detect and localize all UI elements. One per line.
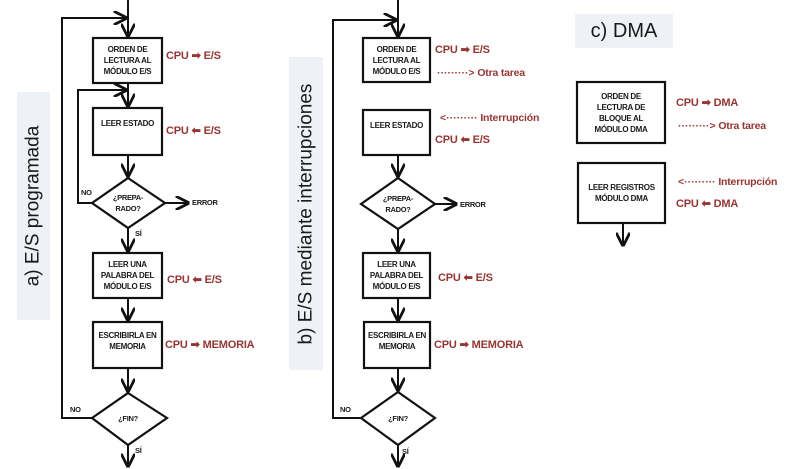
dotted-arrow-left-icon: <········· <box>678 176 716 188</box>
b-annotation-cpu-to-memoria: CPU➡MEMORIA <box>434 339 524 351</box>
c-annotation-interrupcion: <········· Interrupción <box>678 176 778 188</box>
a-fin-no-label: NO <box>70 405 81 414</box>
b-box-leer-estado: LEER ESTADO <box>369 121 423 130</box>
a-box-leer-estado: LEER ESTADO <box>100 119 154 128</box>
b-fin-si-label: SÍ <box>402 447 409 456</box>
arrow-right-icon: ➡ <box>701 97 711 109</box>
arrow-right-icon: ➡ <box>190 339 200 351</box>
a-prep-no-loop <box>77 90 126 204</box>
section-label-c: c) DMA <box>575 14 673 48</box>
section-title-a: a) E/S programada <box>22 125 44 287</box>
c-box-2-shape <box>576 161 667 225</box>
arrow-left-icon: ⬅ <box>192 274 202 286</box>
dotted-arrow-right-icon: ·········> <box>678 120 716 132</box>
b-annotation-otra-tarea: ·········> Otra tarea <box>437 67 525 79</box>
arrow-right-icon: ➡ <box>459 339 469 351</box>
a-annotation-es-to-cpu-1: CPU⬅E/S <box>166 125 221 137</box>
arrow-left-icon: ⬅ <box>463 272 473 284</box>
a-annotation-es-to-cpu-2: CPU⬅E/S <box>167 274 222 286</box>
a-annotation-cpu-to-memoria: CPU➡MEMORIA <box>165 339 255 351</box>
c-annotation-cpu-to-dma: CPU➡DMA <box>676 97 739 109</box>
panel-c-lines <box>575 80 667 245</box>
b-box-3-shape <box>361 251 432 300</box>
b-annotation-cpu-to-es: CPU➡E/S <box>435 44 490 56</box>
arrow-right-icon: ➡ <box>191 50 201 62</box>
dotted-arrow-right-icon: ·········> <box>437 67 475 79</box>
b-box-1-shape <box>361 36 432 84</box>
arrow-left-icon: ⬅ <box>191 125 201 137</box>
section-title-b: b) E/S mediante interrupciones <box>295 83 316 344</box>
section-title-c: c) DMA <box>590 19 658 42</box>
b-decision-fin: ¿FIN? <box>388 413 408 423</box>
b-decision-preparado: ¿PREPA-RADO? <box>382 194 414 214</box>
a-preparado-si-label: SÍ <box>135 229 142 238</box>
dotted-arrow-left-icon: <········· <box>440 112 478 124</box>
a-preparado-no-label: NO <box>81 188 92 197</box>
a-fin-si-label: SÍ <box>135 446 142 455</box>
panel-b-lines <box>332 0 456 466</box>
a-error-label: ERROR <box>192 198 218 207</box>
b-annotation-interrupcion: <········· Interrupción <box>440 112 540 124</box>
b-box-2-shape <box>361 108 432 157</box>
arrow-left-icon: ⬅ <box>460 134 470 146</box>
c-annotation-dma-to-cpu: CPU⬅DMA <box>676 198 739 210</box>
a-decision-preparado: ¿PREPA-RADO? <box>112 193 144 213</box>
panel-a-lines <box>61 0 188 466</box>
section-label-b: b) E/S mediante interrupciones <box>289 57 323 370</box>
b-fin-no-loop <box>332 20 396 419</box>
b-annotation-es-to-cpu-1: CPU⬅E/S <box>435 134 490 146</box>
section-label-a: a) E/S programada <box>17 92 50 320</box>
b-annotation-es-to-cpu-2: CPU⬅E/S <box>438 272 493 284</box>
arrow-right-icon: ➡ <box>460 44 470 56</box>
a-annotation-cpu-to-es: CPU➡E/S <box>166 50 221 62</box>
c-box-1-shape <box>575 80 667 145</box>
arrow-left-icon: ⬅ <box>701 198 711 210</box>
a-fin-no-loop <box>61 18 126 419</box>
b-fin-no-label: NO <box>340 405 351 414</box>
b-error-label: ERROR <box>460 200 486 209</box>
a-decision-fin: ¿FIN? <box>118 413 138 423</box>
c-annotation-otra-tarea: ·········> Otra tarea <box>678 120 766 132</box>
